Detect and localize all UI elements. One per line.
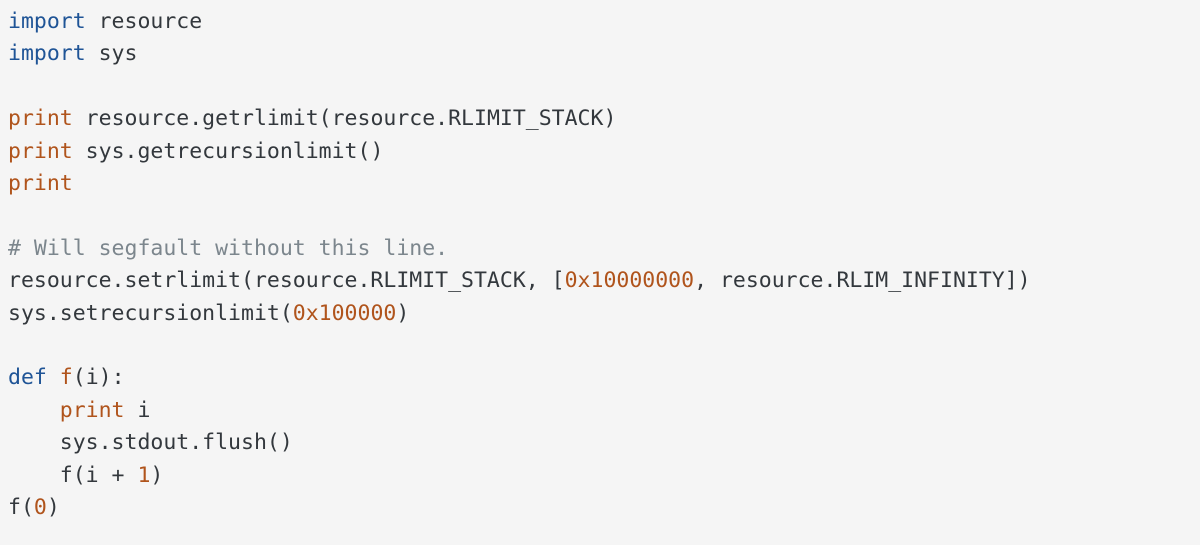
code-token-keyword: def <box>8 365 47 391</box>
code-token-keyword: import <box>8 9 86 34</box>
code-line: import sys <box>8 38 1200 70</box>
code-token-plain: sys <box>85 41 138 67</box>
code-line: import resource <box>8 6 1200 38</box>
code-line: print resource.getrlimit(resource.RLIMIT… <box>8 103 1200 135</box>
code-token-function_name: f <box>59 365 73 391</box>
code-line <box>8 200 1200 232</box>
code-token-plain: sys.setrecursionlimit( <box>8 300 293 326</box>
code-token-builtin: print <box>59 397 125 423</box>
code-token-plain: (i): <box>72 365 125 391</box>
code-line: print sys.getrecursionlimit() <box>8 136 1200 168</box>
code-token-keyword: import <box>8 41 86 67</box>
code-line: f(i + 1) <box>8 460 1200 492</box>
code-token-plain: resource.getrlimit(resource.RLIMIT_STACK… <box>72 106 617 132</box>
code-line: resource.setrlimit(resource.RLIMIT_STACK… <box>8 265 1200 297</box>
code-line: sys.stdout.flush() <box>8 427 1200 459</box>
code-token-number: 0 <box>33 495 47 521</box>
code-line: print <box>8 168 1200 200</box>
code-token-plain: , resource.RLIM_INFINITY]) <box>694 268 1031 294</box>
code-token-number: 0x100000 <box>292 300 397 326</box>
code-token-plain: resource <box>85 9 203 34</box>
code-token-plain: f(i + <box>8 462 138 488</box>
code-token-builtin: print <box>8 106 73 132</box>
code-token-comment: # Will segfault without this line. <box>8 235 449 261</box>
code-token-number: 0x10000000 <box>564 268 695 294</box>
code-token-plain: f( <box>8 495 34 521</box>
code-token-plain: ) <box>396 300 410 326</box>
code-token-plain <box>8 398 60 423</box>
code-line: def f(i): <box>8 362 1200 394</box>
code-token-builtin: print <box>8 138 73 164</box>
code-token-builtin: print <box>8 171 73 197</box>
code-line: print i <box>8 395 1200 427</box>
code-line: # Will segfault without this line. <box>8 233 1200 265</box>
code-line: f(0) <box>8 492 1200 524</box>
code-line: sys.setrecursionlimit(0x100000) <box>8 298 1200 330</box>
code-token-plain: sys.getrecursionlimit() <box>72 138 384 164</box>
code-token-plain: ) <box>150 462 164 488</box>
code-token-plain: i <box>124 397 151 423</box>
code-token-plain: ) <box>46 495 60 521</box>
code-token-plain: sys.stdout.flush() <box>8 430 293 456</box>
code-line <box>8 71 1200 103</box>
code-token-plain <box>47 365 60 390</box>
code-token-number: 1 <box>137 462 151 488</box>
code-line <box>8 330 1200 362</box>
code-token-plain: resource.setrlimit(resource.RLIMIT_STACK… <box>8 268 565 294</box>
